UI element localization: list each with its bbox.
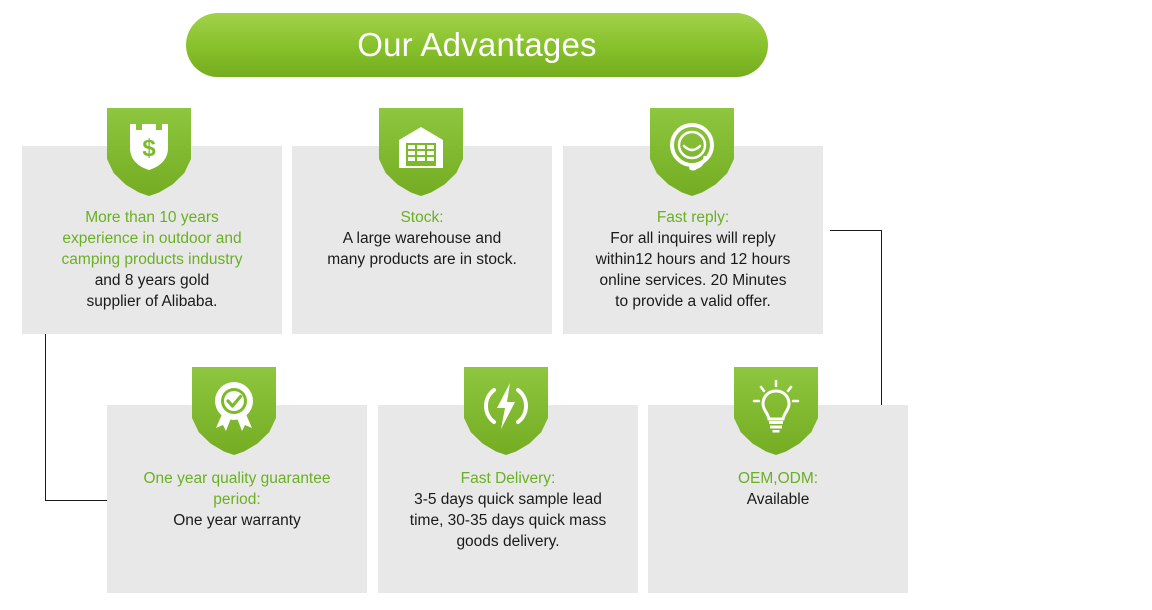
- card-body: A large warehouse and many products are …: [327, 230, 517, 268]
- card-title: OEM,ODM:: [737, 470, 819, 487]
- card-body: Available: [746, 491, 810, 508]
- card-body: One year warranty: [173, 512, 301, 529]
- page-title-banner: Our Advantages: [186, 13, 768, 77]
- card-title: Stock:: [400, 209, 444, 226]
- card-title: More than 10 years experience in outdoor…: [61, 209, 243, 268]
- card-body: For all inquires will reply within12 hou…: [595, 230, 791, 310]
- advantage-card-fast-reply: Fast reply: For all inquires will reply …: [563, 146, 823, 334]
- card-title: Fast Delivery:: [460, 470, 556, 487]
- svg-text:$: $: [142, 135, 156, 162]
- card-body: and 8 years gold supplier of Alibaba.: [86, 272, 218, 310]
- connector-line-right: [830, 230, 882, 407]
- page-title: Our Advantages: [357, 26, 597, 63]
- card-body: 3-5 days quick sample lead time, 30-35 d…: [409, 491, 607, 550]
- connector-line-left: [45, 334, 108, 501]
- card-title: One year quality guarantee period:: [143, 470, 331, 508]
- card-title: Fast reply:: [656, 209, 730, 226]
